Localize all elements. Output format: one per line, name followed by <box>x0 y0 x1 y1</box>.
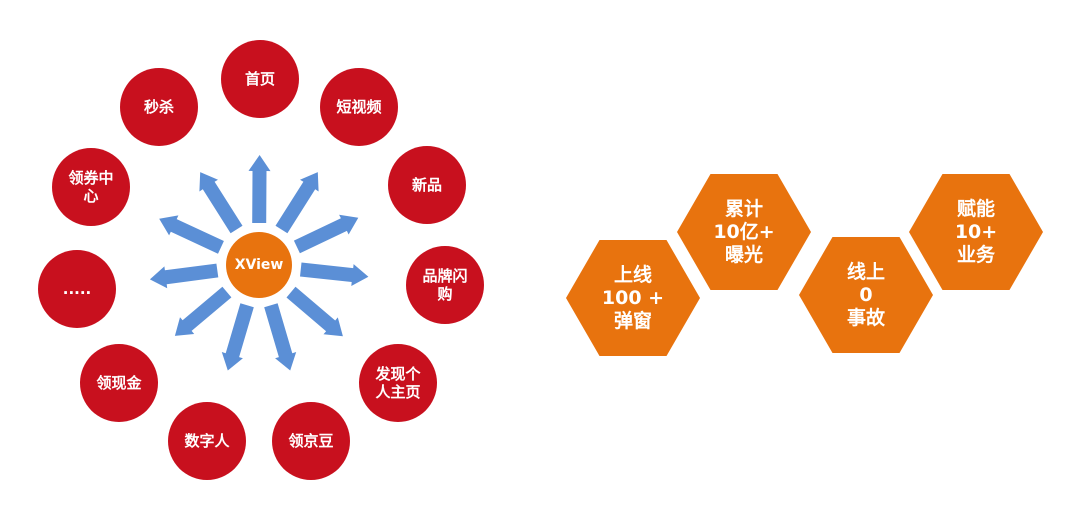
node-label: 短视频 <box>336 98 382 116</box>
node-label: 领券中 心 <box>68 169 114 205</box>
arrow-icon <box>300 262 369 286</box>
arrow-icon <box>221 303 254 371</box>
arrow-icon <box>264 303 297 371</box>
center-label: XView <box>234 257 284 273</box>
xview-center-node: XView <box>226 232 292 298</box>
node-home: 首页 <box>221 40 299 118</box>
node-discover: 发现个 人主页 <box>359 344 437 422</box>
node-flash-sale: 秒杀 <box>120 68 198 146</box>
arrow-icon <box>159 215 224 254</box>
arrow-icon <box>286 286 343 337</box>
arrow-icon <box>149 263 219 289</box>
node-coupon: 领券中 心 <box>52 148 130 226</box>
stat-label: 累计 10亿+ 曝光 <box>713 197 775 266</box>
arrow-icon <box>199 172 243 234</box>
stat-label: 上线 100 + 弹窗 <box>601 263 665 332</box>
node-label: 品牌闪 购 <box>422 267 468 303</box>
node-new-product: 新品 <box>388 146 466 224</box>
arrow-icon <box>174 286 232 336</box>
stat-label: 赋能 10+ 业务 <box>954 197 998 266</box>
stat-label: 线上 0 事故 <box>846 260 885 329</box>
node-short-video: 短视频 <box>320 68 398 146</box>
node-digital-human: 数字人 <box>168 402 246 480</box>
arrow-icon <box>248 155 271 223</box>
node-jd-beans: 领京豆 <box>272 402 350 480</box>
node-label: 新品 <box>411 176 442 194</box>
arrow-icon <box>293 214 359 254</box>
node-label: 首页 <box>244 70 275 88</box>
node-more: ..... <box>38 250 116 328</box>
node-label: 秒杀 <box>143 98 174 116</box>
node-label: 领现金 <box>96 374 142 392</box>
node-label: 领京豆 <box>288 432 334 450</box>
arrow-icon <box>275 172 319 234</box>
node-brand-flash: 品牌闪 购 <box>406 246 484 324</box>
node-cash: 领现金 <box>80 344 158 422</box>
node-label: 数字人 <box>184 432 230 450</box>
node-label: 发现个 人主页 <box>375 365 421 401</box>
node-label: ..... <box>62 280 92 298</box>
